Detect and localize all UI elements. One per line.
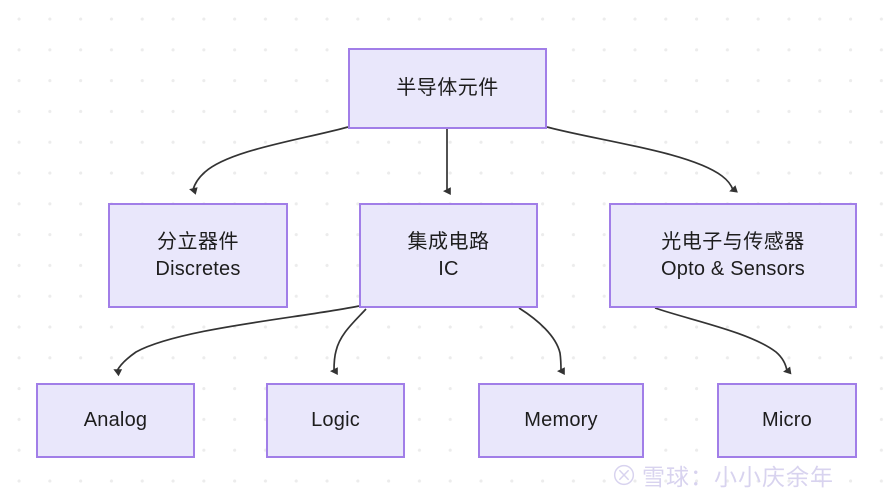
node-label-cn: 分立器件: [157, 231, 239, 254]
edge-root-to-discretes: [189, 126, 349, 195]
xueqiu-logo-icon: [613, 464, 635, 486]
node-analog[interactable]: Analog: [36, 383, 195, 458]
node-integrated-circuit[interactable]: 集成电路 IC: [359, 203, 538, 308]
node-micro[interactable]: Micro: [717, 383, 857, 458]
edge-root-to-opto: [546, 126, 738, 193]
node-label-en: Discretes: [155, 257, 241, 280]
node-logic[interactable]: Logic: [266, 383, 405, 458]
edge-opto-to-micro: [654, 307, 792, 375]
node-discretes[interactable]: 分立器件 Discretes: [108, 203, 288, 308]
node-memory[interactable]: Memory: [478, 383, 644, 458]
node-label-en: Micro: [762, 409, 812, 432]
edge-ic-to-analog: [113, 305, 360, 377]
watermark-text: 雪球：小小庆余年: [642, 464, 834, 490]
edge-ic-to-memory: [518, 307, 565, 375]
node-label-en: Analog: [83, 409, 148, 432]
node-semiconductor-components[interactable]: 半导体元件: [348, 48, 547, 129]
edge-ic-to-logic: [330, 308, 367, 376]
node-label-cn: 集成电路: [407, 231, 490, 254]
node-label-en: IC: [438, 257, 459, 280]
node-label-en: Opto & Sensors: [661, 257, 805, 280]
node-label-cn: 光电子与传感器: [661, 231, 805, 254]
node-label-en: Logic: [311, 409, 360, 432]
node-opto-and-sensors[interactable]: 光电子与传感器 Opto & Sensors: [609, 203, 857, 308]
node-label-cn: 半导体元件: [396, 77, 499, 100]
node-label-en: Memory: [524, 409, 598, 432]
watermark: 雪球：小小庆余年: [613, 458, 834, 492]
